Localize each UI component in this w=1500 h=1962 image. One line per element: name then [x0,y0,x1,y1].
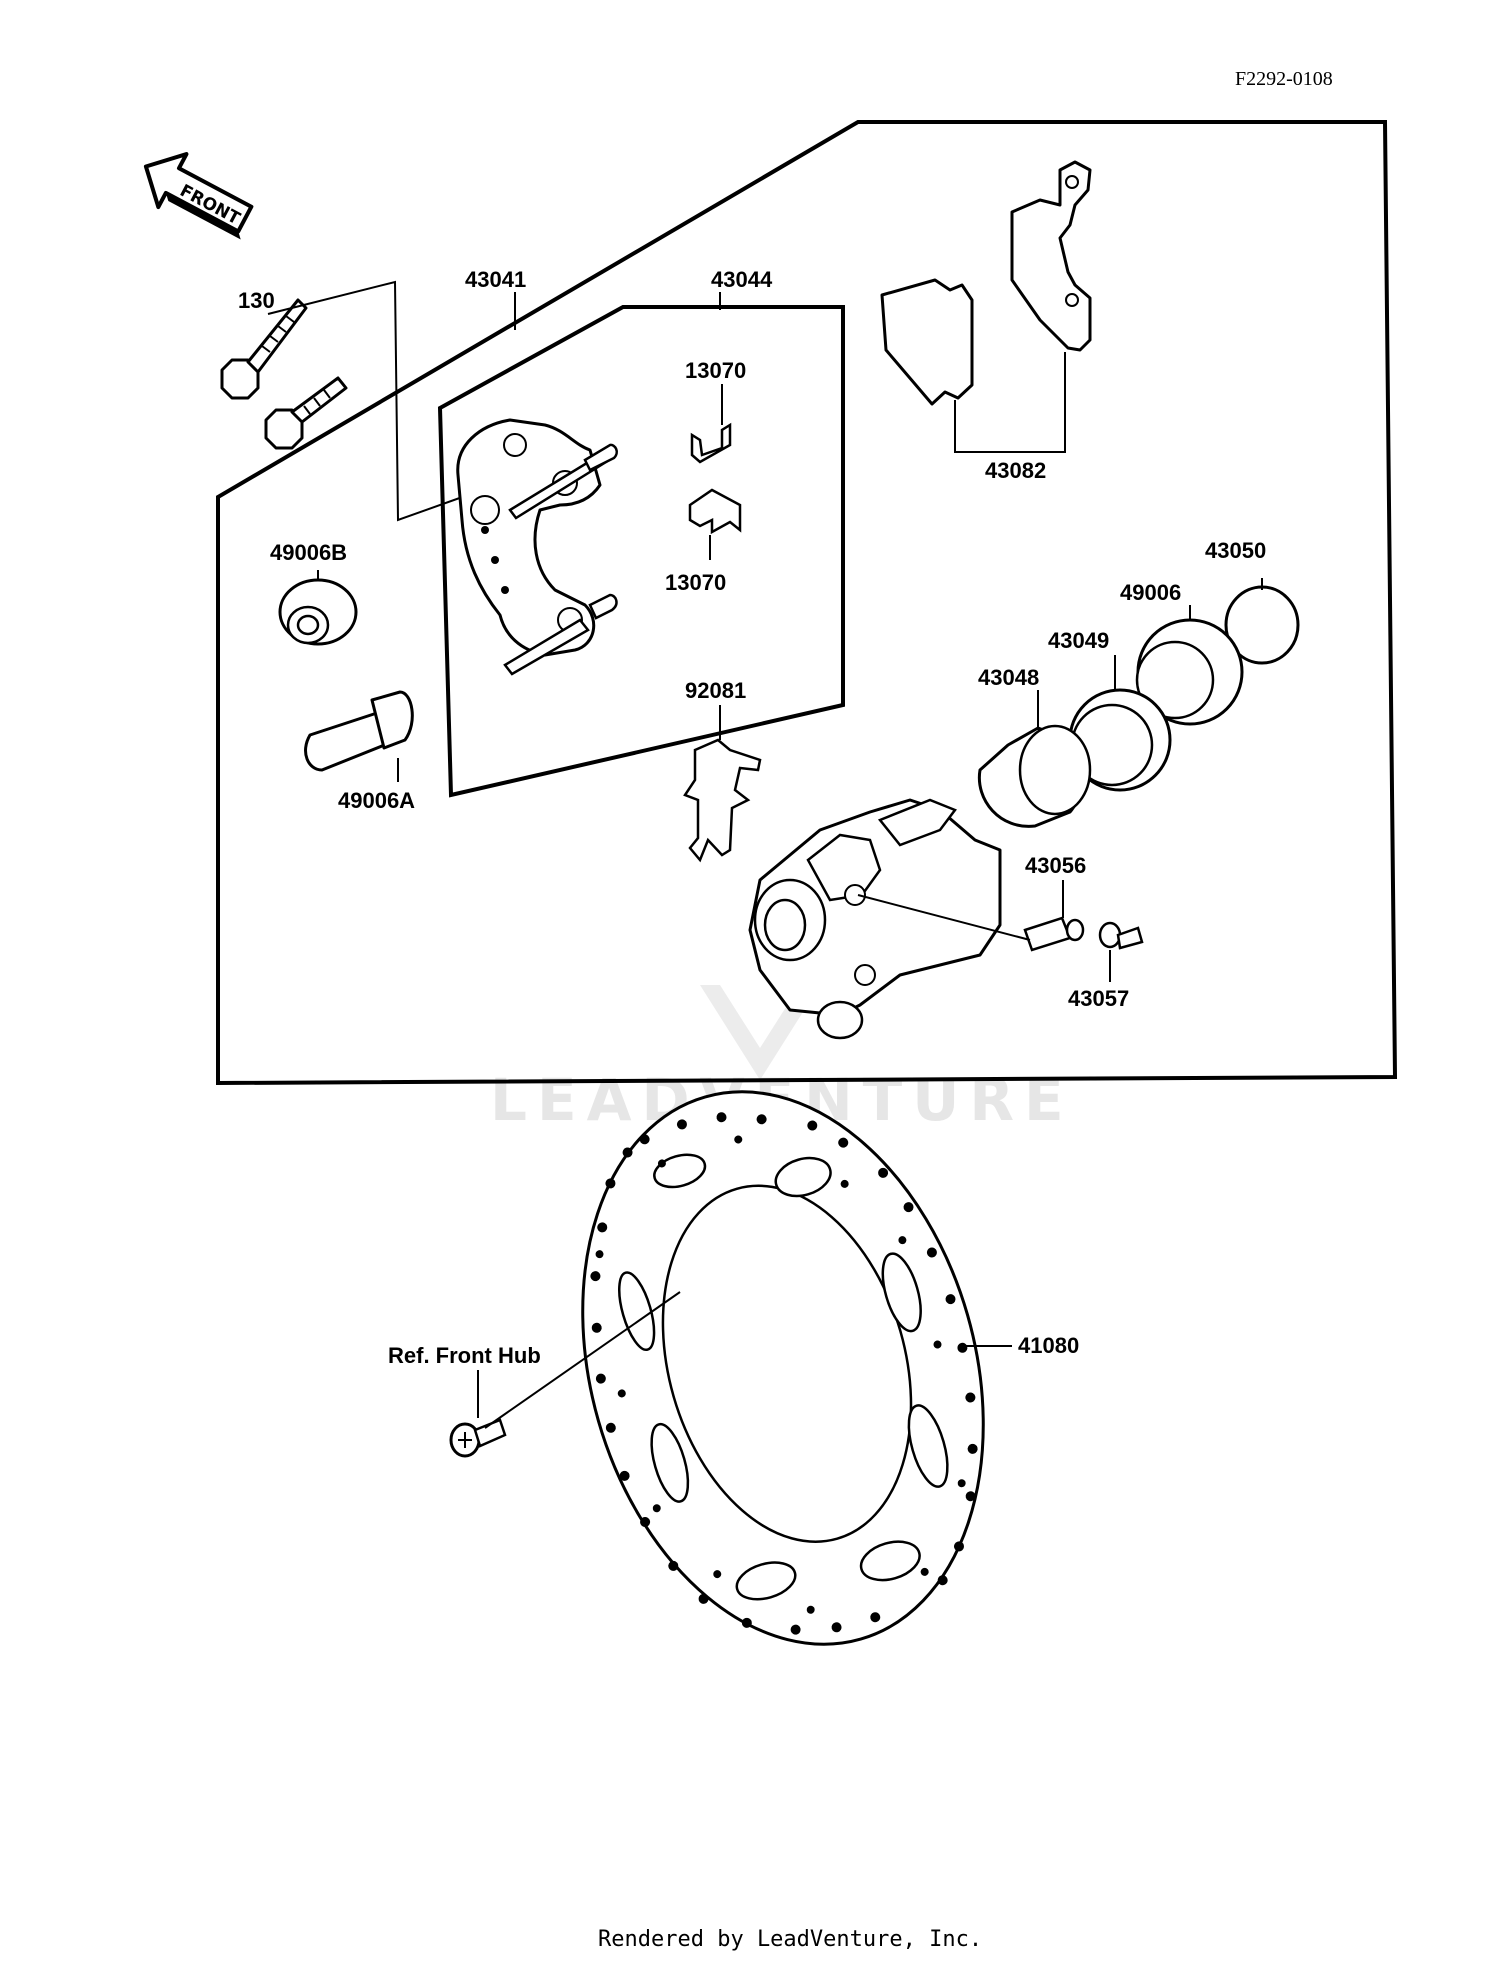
label-92081: 92081 [685,678,746,703]
label-130: 130 [238,288,275,313]
label-43057: 43057 [1068,986,1129,1011]
caliper-body [748,798,1002,1040]
label-43049: 43049 [1048,628,1109,653]
label-13070-upper: 13070 [685,358,746,383]
document-code: F2292-0108 [1235,68,1333,90]
label-49006B: 49006B [270,540,347,565]
brake-pad-inner [880,278,974,406]
front-arrow-icon: FRONT [143,152,254,240]
label-49006A: 49006A [338,788,415,813]
label-43044: 43044 [711,267,773,292]
label-43082: 43082 [985,458,1046,483]
pad-holder-92081 [683,738,762,863]
label-43056: 43056 [1025,853,1086,878]
label-49006: 49006 [1120,580,1181,605]
brake-pad-outer [1010,160,1092,352]
bolt-130-upper [220,298,308,400]
disc-mounting-screw [449,1418,507,1458]
piston-seal-43049 [1068,688,1172,792]
brake-disc-41080 [581,1090,985,1646]
bleeder-cap-43057 [1098,921,1144,950]
caliper-assembly-frame [216,120,1398,1086]
label-43048: 43048 [978,665,1039,690]
label-43041: 43041 [465,267,526,292]
seal-49006B [278,578,358,646]
caliper-holder-bracket [456,418,618,676]
label-41080: 41080 [1018,1333,1079,1358]
label-43050: 43050 [1205,538,1266,563]
fitting-49006A [304,690,414,772]
caliper-holder-subframe [437,305,845,798]
label-ref-front-hub: Ref. Front Hub [388,1343,541,1368]
bleeder-valve-43056 [1023,916,1085,952]
pad-spring-lower [688,488,742,535]
footer-credit: Rendered by LeadVenture, Inc. [598,1927,982,1952]
piston-43048 [977,724,1092,828]
pad-spring-upper [690,422,732,464]
bolt-130-lower [264,376,348,450]
dust-seal-49006 [1135,618,1244,726]
label-13070-lower: 13070 [665,570,726,595]
